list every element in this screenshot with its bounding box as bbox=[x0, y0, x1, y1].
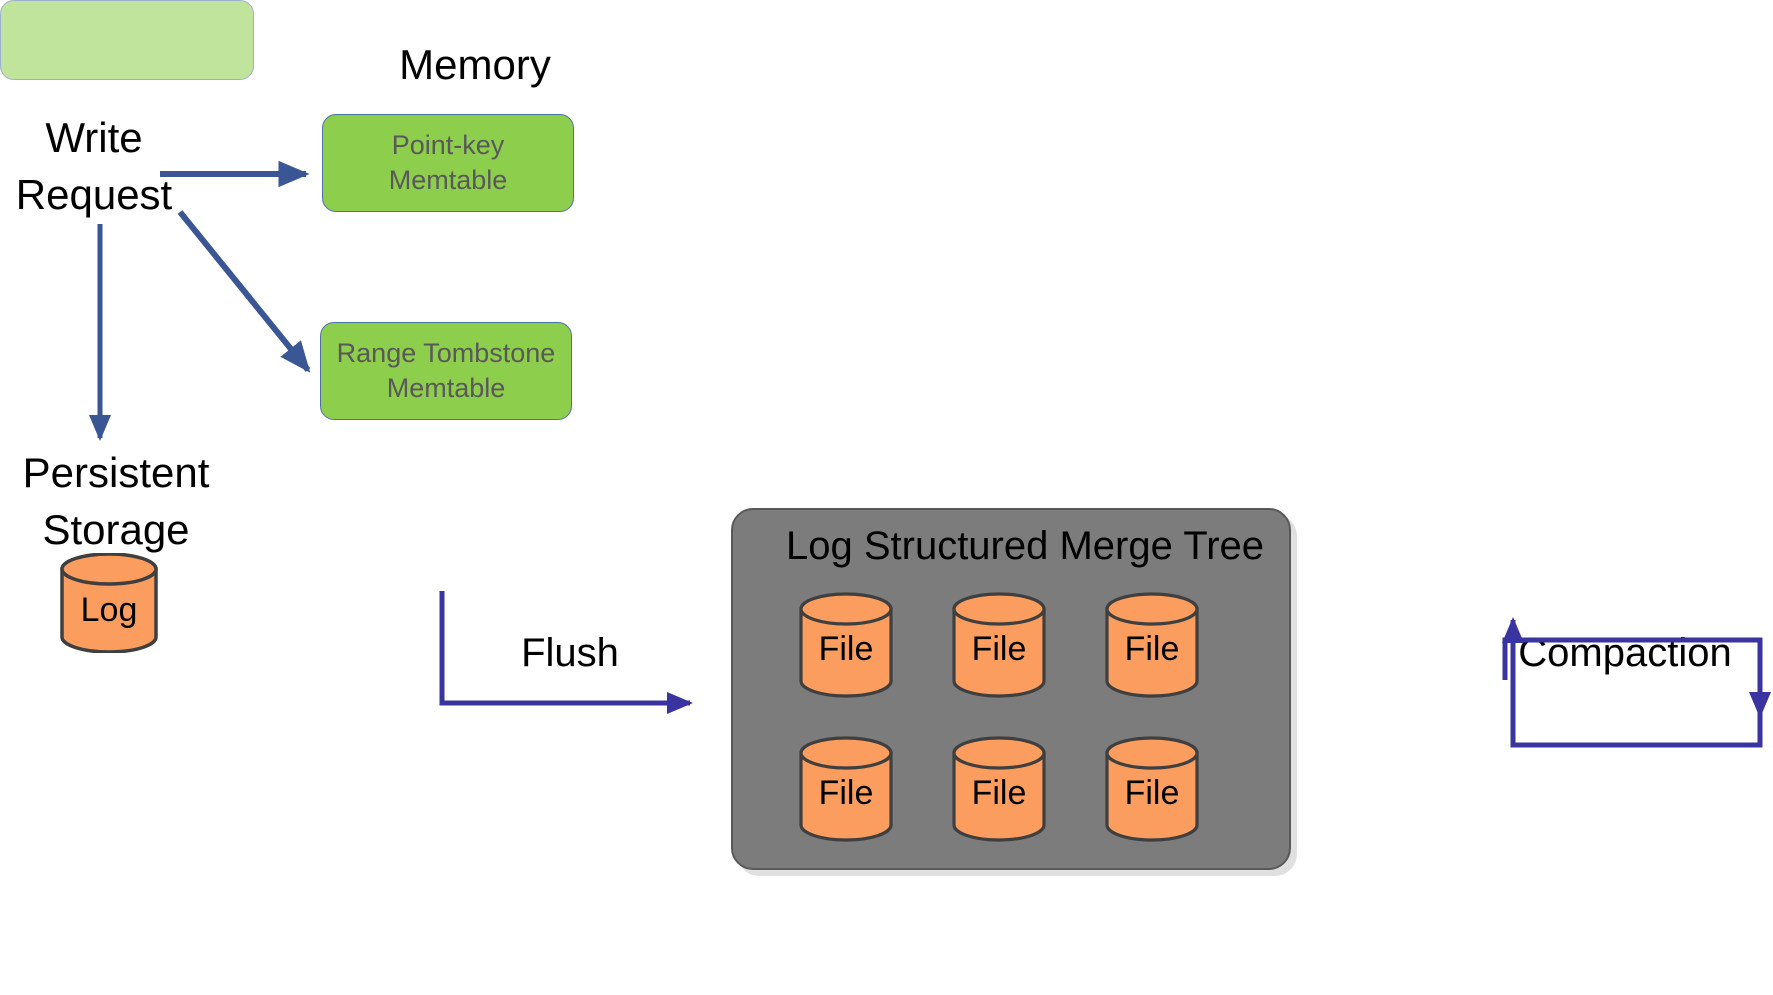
file-cylinder-shape bbox=[1105, 736, 1199, 842]
persistent-storage-label: Persistent Storage bbox=[22, 449, 210, 553]
range-tombstone-memtable-box[interactable]: Range Tombstone Memtable bbox=[320, 322, 572, 420]
file-cylinder-4[interactable]: File bbox=[797, 736, 895, 842]
log-cylinder[interactable]: Log bbox=[58, 552, 160, 654]
file-cylinder-shape bbox=[1105, 592, 1199, 698]
log-cylinder-shape bbox=[60, 552, 158, 654]
file-cylinder-1[interactable]: File bbox=[797, 592, 895, 698]
flush-label: Flush bbox=[521, 631, 619, 675]
file-cylinder-shape bbox=[799, 736, 893, 842]
memory-label: Memory bbox=[399, 41, 551, 88]
file-cylinder-2[interactable]: File bbox=[950, 592, 1048, 698]
file-cylinder-6[interactable]: File bbox=[1103, 736, 1201, 842]
write-request-label: Write Request bbox=[15, 114, 173, 218]
file-cylinder-shape bbox=[952, 592, 1046, 698]
lsm-tree-title: Log Structured Merge Tree bbox=[785, 524, 1265, 568]
file-cylinder-3[interactable]: File bbox=[1103, 592, 1201, 698]
file-cylinder-5[interactable]: File bbox=[950, 736, 1048, 842]
file-cylinder-shape bbox=[952, 736, 1046, 842]
arrow-write-to-range-tombstone-memtable bbox=[177, 210, 311, 373]
range-tombstone-memtable-backdrop bbox=[0, 0, 254, 80]
point-key-memtable-box[interactable]: Point-key Memtable bbox=[322, 114, 574, 212]
compaction-label: Compaction bbox=[1518, 631, 1732, 675]
file-cylinder-shape bbox=[799, 592, 893, 698]
